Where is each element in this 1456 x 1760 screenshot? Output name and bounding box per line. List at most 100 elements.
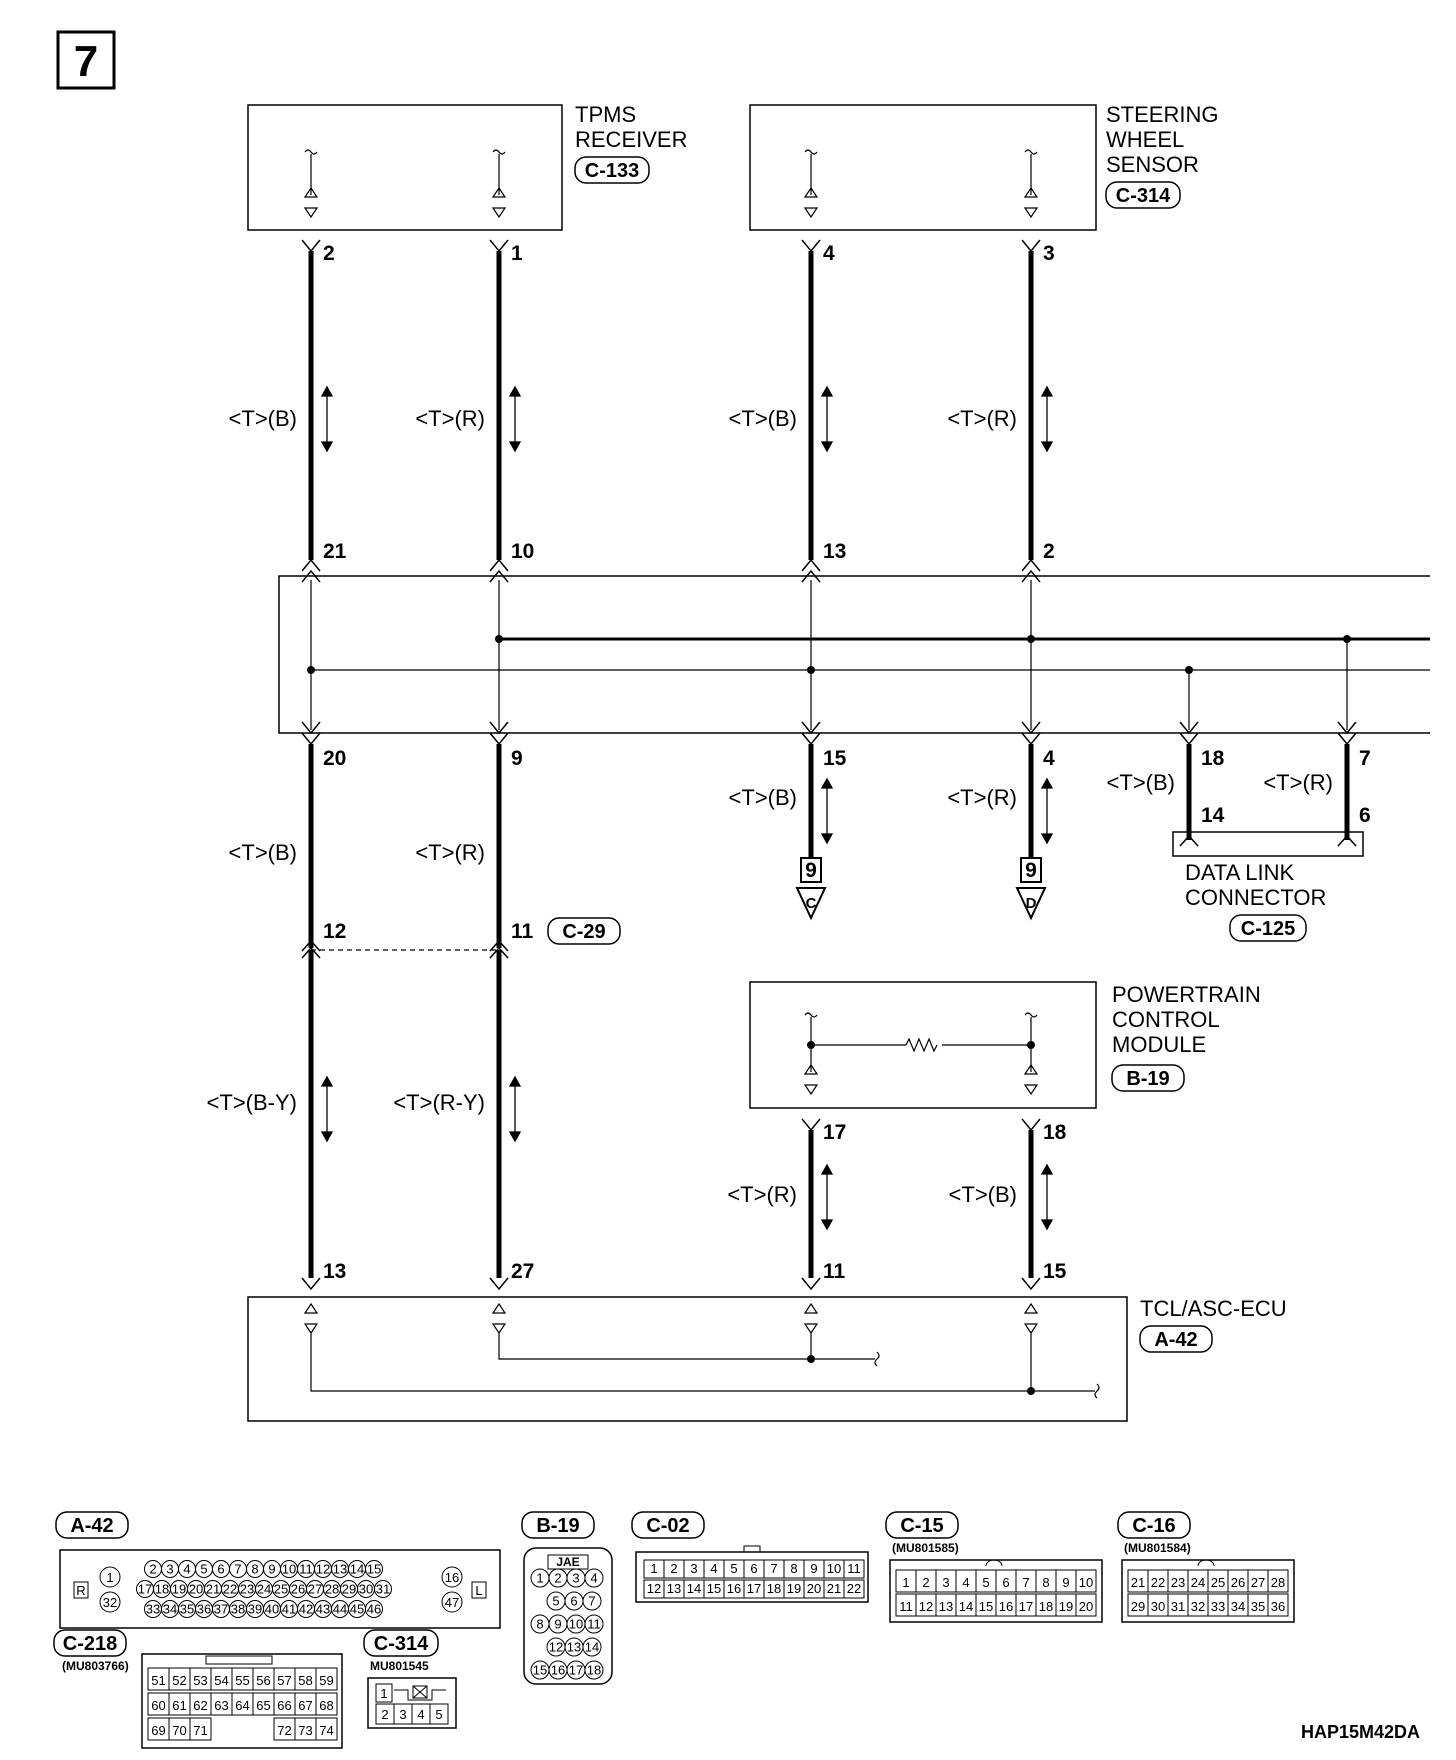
ecu-pin-4: 15 [1043,1260,1067,1283]
a42-pin-label: 26 [291,1582,305,1597]
svg-text:MODULE: MODULE [1112,1032,1206,1057]
b19-cavity [584,1660,604,1680]
signal-arrows-offpage [820,777,1054,845]
c02-pin-label: 5 [730,1561,737,1576]
wire-steer-left: <T>(B) [729,406,797,431]
wire-pcm-right: <T>(B) [949,1182,1017,1207]
junction-top-pin-3: 13 [823,540,846,563]
a42-pin-label: 15 [367,1562,381,1577]
c16-pin-label: 29 [1131,1599,1145,1614]
dlc-pin-b-top: 7 [1359,747,1371,770]
c16-pin-label: 33 [1211,1599,1225,1614]
wire-lower-right: <T>(R-Y) [393,1090,485,1115]
tpms-name-2: RECEIVER [575,127,687,152]
tpms-receiver: TPMS RECEIVER C-133 [247,102,687,231]
lower-wires [308,950,502,1278]
junction-bottom-pin-2: 9 [511,747,523,770]
pcm-connector: B-19 [1126,1068,1169,1090]
c15-pin-label: 14 [959,1599,973,1614]
svg-text:12: 12 [323,920,346,943]
c314-pin-label: 5 [435,1707,442,1722]
c02-pin-label: 11 [847,1561,861,1576]
c15-pin-label: 19 [1059,1599,1073,1614]
c15-pin-label: 17 [1019,1599,1033,1614]
svg-text:1: 1 [380,1686,387,1701]
dlc-connector: C-125 [1241,918,1295,940]
a42-pin-label: 46 [367,1602,381,1617]
c16-pin-label: 31 [1171,1599,1185,1614]
svg-text:1: 1 [106,1570,113,1585]
c15-pin-label: 5 [982,1575,989,1590]
offpage-connector-d: 9 D [1015,857,1047,921]
b19-pin-label: 11 [587,1617,601,1632]
junction-bottom-pin-1: 20 [323,747,346,770]
svg-text:<T>(R): <T>(R) [1263,770,1333,795]
a42-pin-label: 7 [234,1562,241,1577]
c02-pin-label: 15 [707,1581,721,1596]
c02-pin-label: 18 [767,1581,781,1596]
c02-pin-label: 4 [710,1561,717,1576]
c02-pin-label: 8 [790,1561,797,1576]
c16-pin-label: 25 [1211,1575,1225,1590]
svg-text:JAE: JAE [556,1555,579,1569]
b19-pin-label: 2 [554,1571,561,1586]
c218-pin-label: 61 [172,1698,186,1713]
svg-text:<T>(B): <T>(B) [1107,770,1175,795]
svg-text:MU801545: MU801545 [370,1659,429,1673]
a42-pin-label: 13 [333,1562,347,1577]
a42-pin-label: 23 [240,1582,254,1597]
b19-pin-label: 8 [536,1617,543,1632]
a42-pin-label: 44 [333,1602,347,1617]
c02-pin-label: 17 [747,1581,761,1596]
a42-pin-label: 10 [282,1562,296,1577]
middle-wires [308,744,1350,948]
c16-pin-label: 23 [1171,1575,1185,1590]
c16-pin-label: 36 [1271,1599,1285,1614]
ecu-pin-1: 13 [323,1260,346,1283]
intermediate-connector-c29: 12 11 C-29 [301,917,621,959]
c15-pin-label: 18 [1039,1599,1053,1614]
a42-cavity [374,1580,392,1598]
c15-pin-label: 8 [1042,1575,1049,1590]
a42-pin-label: 12 [316,1562,330,1577]
ecu-pin-marks [301,1277,1041,1291]
c02-pin-label: 21 [827,1581,841,1596]
c218-pin-label: 59 [319,1673,333,1688]
b19-pin-label: 3 [572,1571,579,1586]
a42-pin-label: 18 [155,1582,169,1597]
c218-pin-label: 63 [214,1698,228,1713]
a42-pin-label: 36 [197,1602,211,1617]
wire-lower-left: <T>(B-Y) [207,1090,297,1115]
c218-pin-label: 62 [193,1698,207,1713]
c218-pin-label: 67 [298,1698,312,1713]
c16-pin-label: 32 [1191,1599,1205,1614]
pcm-pin-left: 17 [823,1121,846,1144]
c02-pin-label: 19 [787,1581,801,1596]
c02-pin-label: 20 [807,1581,821,1596]
wire-tpms-left: <T>(B) [229,406,297,431]
svg-text:(MU801584): (MU801584) [1124,1541,1191,1555]
c16-pin-label: 21 [1131,1575,1145,1590]
svg-text:11: 11 [511,920,534,943]
tpms-connector: C-133 [585,160,639,182]
c02-pin-label: 12 [647,1581,661,1596]
c16-pin-label: 35 [1251,1599,1265,1614]
c02-cavity [843,1579,865,1599]
svg-text:TCL/ASC-ECU: TCL/ASC-ECU [1140,1296,1287,1321]
junction-top-pin-1: 21 [323,540,347,563]
b19-pin-label: 7 [588,1594,595,1609]
a42-pin-label: 21 [206,1582,220,1597]
component-pin-marks [301,239,1041,253]
c16-pin-label: 28 [1271,1575,1285,1590]
a42-pin-label: 35 [180,1602,194,1617]
a42-pin-label: 9 [268,1562,275,1577]
c02-pin-label: 10 [827,1561,841,1576]
c16-pin-label: 34 [1231,1599,1245,1614]
a42-pin-label: 45 [350,1602,364,1617]
svg-text:C-29: C-29 [562,921,605,943]
a42-pin-label: 6 [217,1562,224,1577]
b19-pin-label: 13 [567,1640,581,1655]
